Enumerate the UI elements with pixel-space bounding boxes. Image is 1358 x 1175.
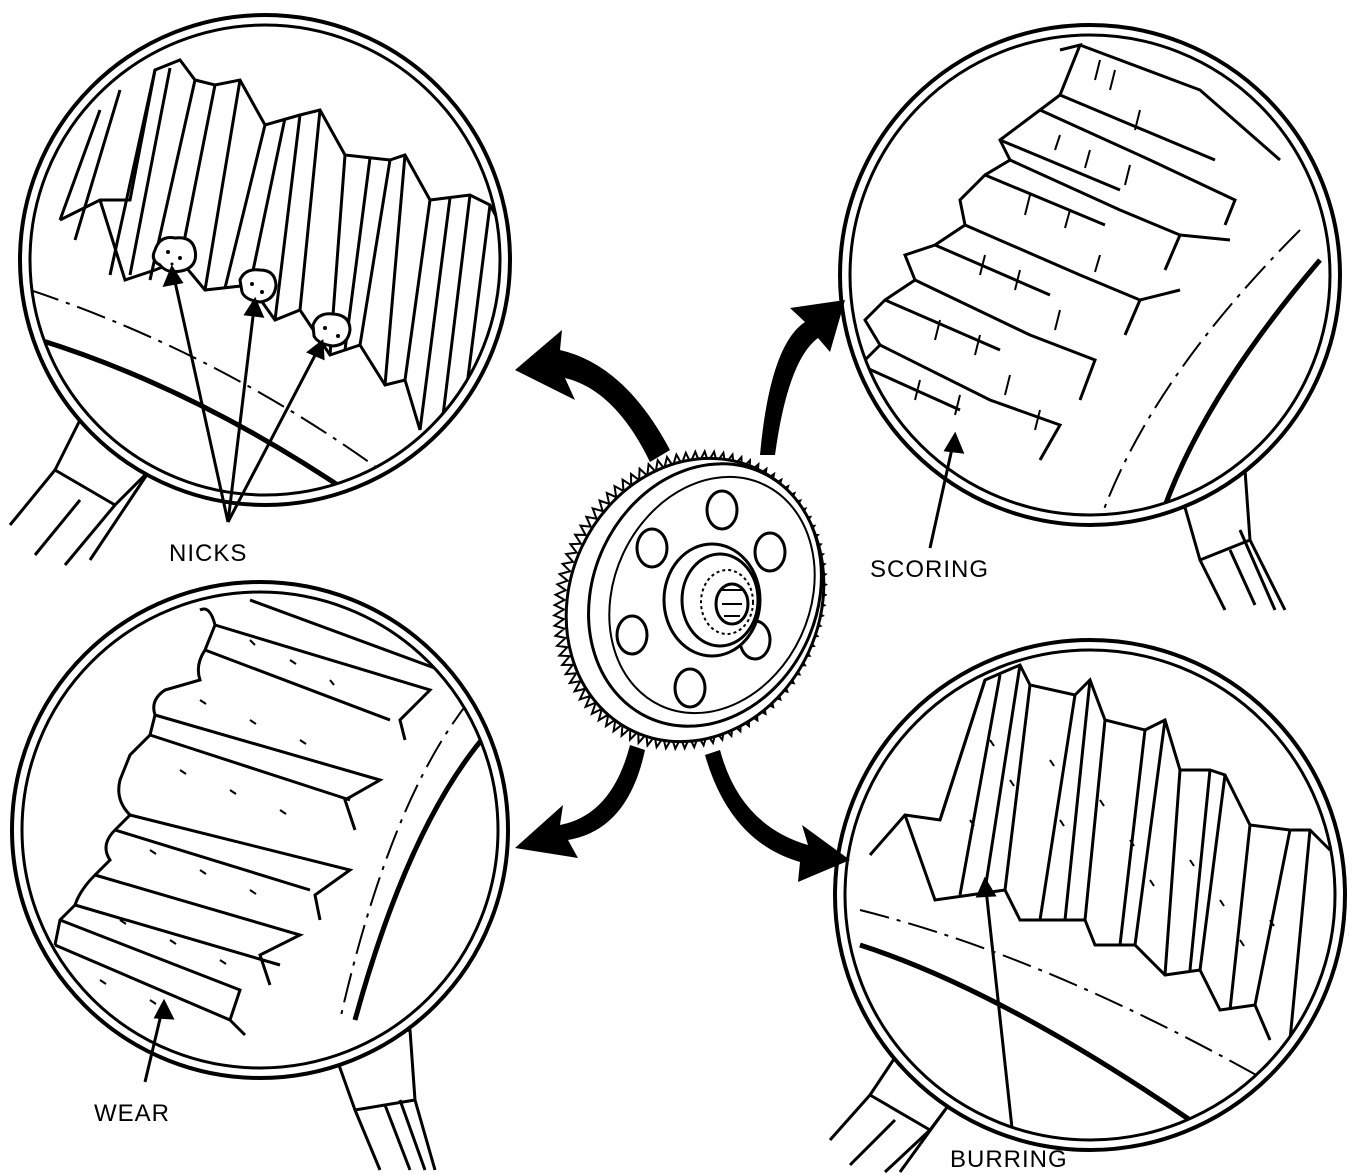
lens-nicks: [20, 15, 520, 505]
lens-scoring: [840, 25, 1340, 525]
label-scoring: SCORING: [870, 556, 989, 583]
label-burring: BURRING: [950, 1146, 1068, 1173]
arrow-to-burring: [705, 750, 850, 882]
arrow-to-scoring: [760, 300, 845, 455]
lens-burring: [835, 640, 1345, 1150]
center-gear: [520, 416, 869, 784]
gear-hub: [664, 544, 760, 656]
arrow-to-nicks: [515, 330, 670, 462]
label-nicks: NICKS: [169, 540, 247, 567]
lens-wear: [12, 582, 508, 1078]
arrow-to-wear: [515, 745, 645, 858]
label-wear: WEAR: [94, 1100, 170, 1127]
